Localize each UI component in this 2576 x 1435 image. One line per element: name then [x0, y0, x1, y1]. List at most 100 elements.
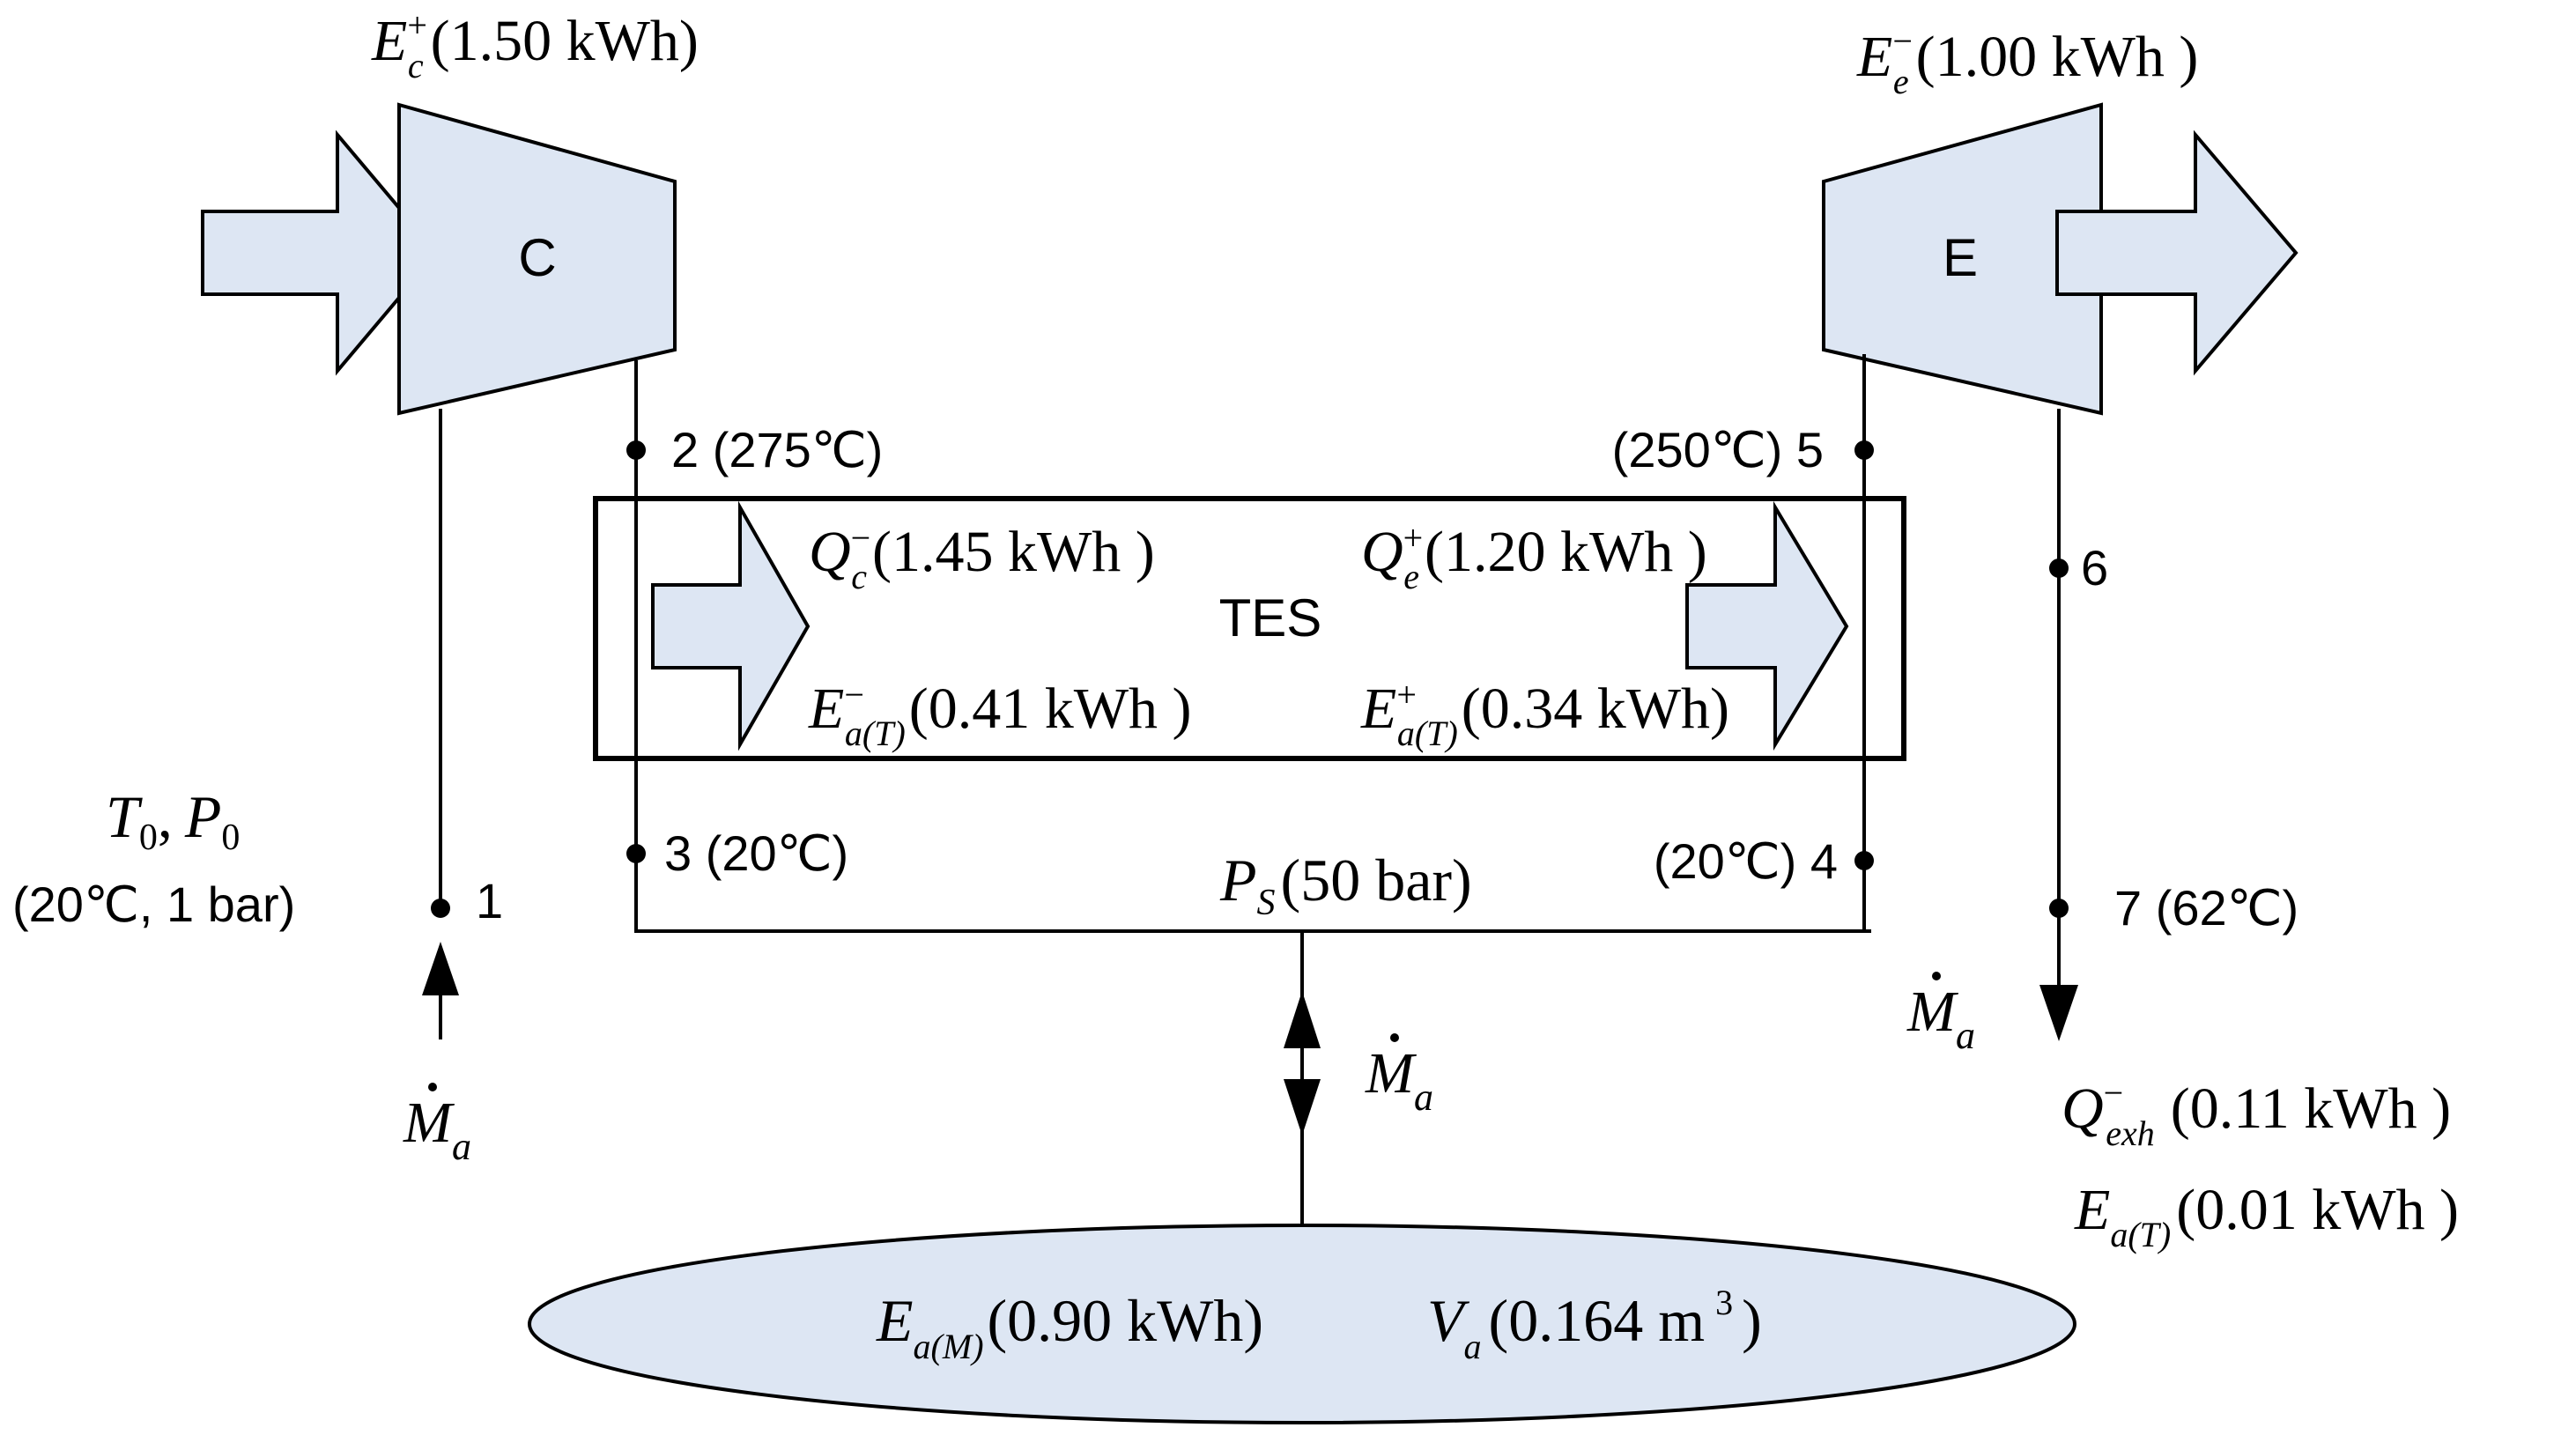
tes-e-charge-sub: a(T): [845, 714, 906, 753]
storage-pressure-symbol: P: [1219, 847, 1257, 914]
state-dot-5: [1854, 440, 1874, 460]
state-dot-2: [626, 440, 646, 460]
exhaust-heat-value: (0.11 kWh ): [2171, 1076, 2451, 1141]
exhaust-exergy-value: (0.01 kWh ): [2176, 1178, 2459, 1242]
tes-e-discharge-sub: a(T): [1397, 714, 1458, 753]
tes-q-discharge-sub: e: [1403, 557, 1419, 596]
exhaust-heat-sub: exh: [2106, 1113, 2155, 1153]
state-dot-3: [626, 844, 646, 863]
tes-q-charge: Q−c(1.45 kWh ): [809, 518, 1155, 596]
tes-e-discharge-sup: +: [1396, 675, 1417, 714]
tes-q-charge-sup: −: [851, 518, 871, 558]
storage-volume-unit-sup: 3: [1715, 1283, 1733, 1322]
tes-e-discharge-symbol: E: [1360, 677, 1396, 741]
storage-volume-close: ): [1742, 1287, 1762, 1354]
state-label-7: 7 (62℃): [2114, 880, 2298, 936]
expander-energy-symbol: E: [1856, 25, 1892, 89]
exhaust-exergy: Ea(T)(0.01 kWh ): [2074, 1178, 2459, 1254]
expander-body: [1822, 102, 2103, 416]
state-label-5: (250℃) 5: [1612, 422, 1824, 477]
storage-exergy-sub: a(M): [914, 1327, 984, 1366]
exhaust-heat-sup: −: [2104, 1073, 2124, 1113]
tes-box: [593, 496, 1906, 761]
outlet-flow-arrowhead: [2039, 985, 2078, 1041]
storage-flow-down-arrowhead: [1284, 1079, 1321, 1135]
compressor-inlet-arrow: [201, 129, 440, 376]
state-label-1: 1: [476, 873, 503, 928]
tes-group: TES Q−c(1.45 kWh ) E−a(T)(0.41 kWh ) Q+e…: [593, 496, 1906, 761]
compressor-body: [397, 102, 677, 416]
tes-e-discharge-value: (0.34 kWh): [1462, 677, 1729, 741]
exhaust-heat-symbol: Q: [2062, 1076, 2104, 1141]
tes-e-charge: E−a(T)(0.41 kWh ): [808, 675, 1192, 753]
tes-e-charge-symbol: E: [808, 677, 844, 741]
ambient-sep: ,: [158, 783, 173, 850]
expander-energy-sub: e: [1893, 62, 1909, 101]
storage-volume-value: (0.164 m: [1489, 1287, 1706, 1354]
mass-flow-outlet-sub: a: [1956, 1014, 1975, 1057]
storage-pressure-value: (50 bar): [1281, 847, 1472, 914]
storage-exergy-value: (0.90 kWh): [988, 1287, 1263, 1354]
inlet-flow-arrowhead: [422, 942, 459, 995]
tes-q-discharge-symbol: Q: [1361, 520, 1403, 584]
pipes: [439, 354, 2061, 1227]
ambient-p-sub: 0: [221, 817, 240, 858]
expander-energy: E−e(1.00 kWh ): [1856, 21, 2198, 101]
state-label-3: 3 (20℃): [664, 825, 848, 881]
tes-discharge-arrow: [1685, 500, 1849, 751]
expander-energy-sup: −: [1892, 21, 1913, 61]
tes-label: TES: [1219, 588, 1322, 647]
mass-flow-outlet: Ma: [1906, 980, 1975, 1057]
state-dot-6: [2049, 558, 2069, 578]
expander-outlet-arrow: [2055, 129, 2298, 376]
storage-pressure-sub: S: [1257, 883, 1276, 923]
tes-q-discharge: Q+e(1.20 kWh ): [1361, 518, 1707, 596]
tes-e-charge-sup: −: [844, 675, 864, 714]
tes-e-discharge: E+a(T)(0.34 kWh): [1360, 675, 1729, 753]
mass-flow-outlet-dot: [1932, 972, 1941, 980]
exhaust-heat: Q−exh (0.11 kWh ): [2062, 1073, 2451, 1153]
compressor-energy-sup: +: [407, 5, 427, 45]
compressor-energy-sub: c: [408, 46, 424, 85]
ambient-conditions: T0,P0 (20℃, 1 bar): [12, 783, 295, 932]
tes-q-discharge-value: (1.20 kWh ): [1425, 520, 1707, 584]
compressor-energy-value: (1.50 kWh): [431, 9, 699, 73]
mass-flow-storage-dot: [1390, 1033, 1399, 1042]
state-label-6: 6: [2081, 540, 2108, 595]
compressor-group: C E+c(1.50 kWh): [201, 5, 699, 416]
mass-flow-storage-sub: a: [1414, 1076, 1433, 1119]
storage-volume-sub: a: [1464, 1327, 1482, 1366]
tes-charge-arrow: [651, 500, 811, 751]
mass-flow-inlet-symbol: M: [403, 1091, 455, 1155]
expander-energy-value: (1.00 kWh ): [1916, 25, 2199, 89]
storage-volume-symbol: V: [1427, 1287, 1470, 1354]
compressor-label: C: [518, 228, 556, 287]
compressor-energy: E+c(1.50 kWh): [371, 5, 699, 85]
ambient-t: T: [106, 783, 143, 850]
exhaust-exergy-symbol: E: [2074, 1178, 2110, 1242]
tes-e-charge-value: (0.41 kWh ): [909, 677, 1192, 741]
compressor-energy-symbol: E: [371, 9, 407, 73]
state-label-4: (20℃) 4: [1654, 833, 1838, 889]
mass-flow-outlet-symbol: M: [1906, 980, 1959, 1044]
state-dot-4: [1854, 851, 1874, 870]
mass-flow-labels: Ma Ma Ma: [403, 972, 1975, 1168]
mass-flow-storage-symbol: M: [1365, 1041, 1418, 1106]
storage-vessel: [528, 1224, 2076, 1424]
tes-q-charge-symbol: Q: [809, 520, 851, 584]
tes-q-charge-value: (1.45 kWh ): [872, 520, 1155, 584]
exhaust-group: Q−exh (0.11 kWh ) Ea(T)(0.01 kWh ): [2062, 1073, 2459, 1254]
tes-q-discharge-sup: +: [1403, 518, 1424, 558]
tes-q-charge-sub: c: [851, 557, 867, 596]
expander-label: E: [1943, 228, 1978, 287]
ambient-values: (20℃, 1 bar): [12, 877, 295, 932]
storage-exergy: Ea(M)(0.90 kWh): [876, 1287, 1263, 1366]
ambient-t-sub: 0: [139, 817, 158, 858]
storage-exergy-symbol: E: [876, 1287, 914, 1354]
mass-flow-inlet-dot: [428, 1083, 437, 1091]
state-label-2: 2 (275℃): [671, 422, 883, 477]
storage-flow-up-arrowhead: [1284, 991, 1321, 1048]
